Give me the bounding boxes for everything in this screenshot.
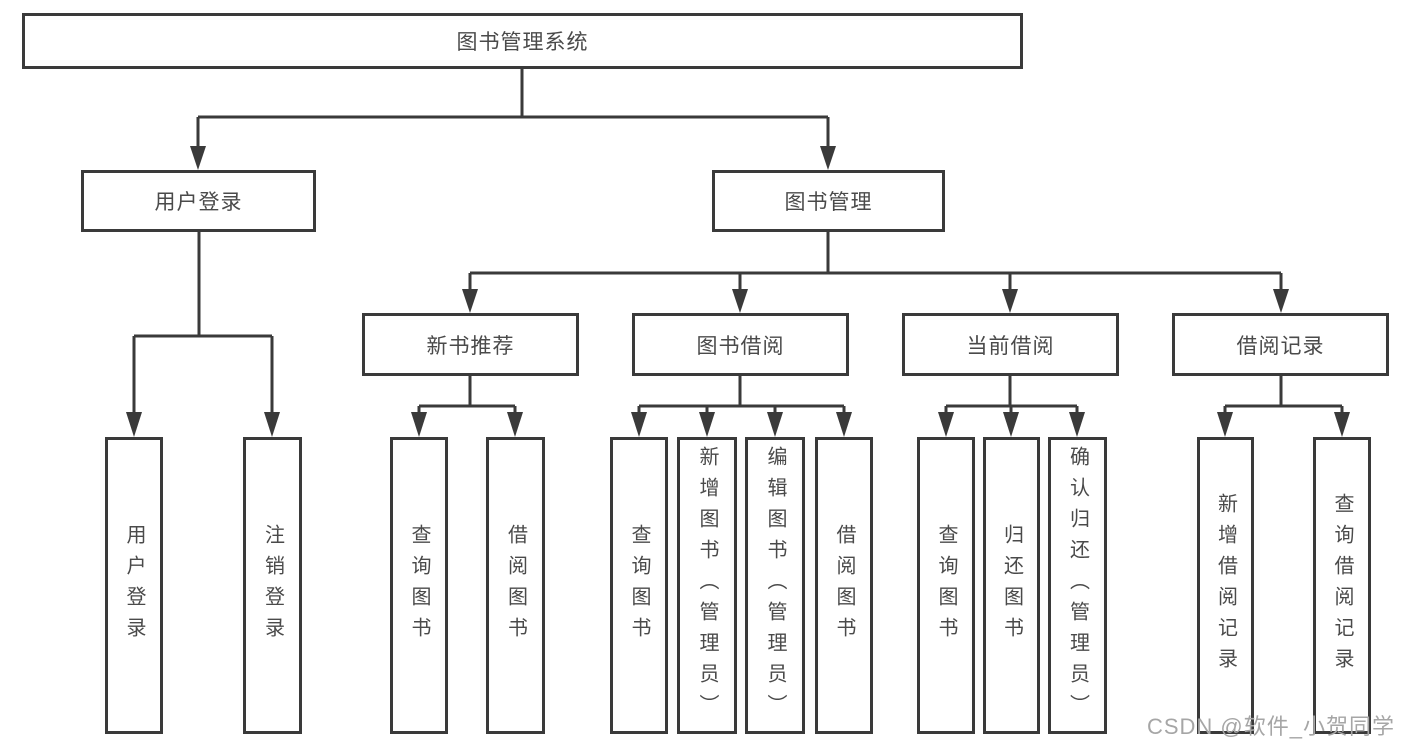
node-library-mgmt-system: 图书管理系统 (22, 13, 1023, 69)
connector-root-to-level2 (196, 69, 830, 148)
connector-current-borrow-group (944, 376, 1079, 414)
arrowheads-current-borrow-group (938, 412, 1085, 437)
node-label: 查询图书 (935, 523, 957, 648)
csdn-watermark: CSDN @软件_小贺同学 (1146, 714, 1395, 739)
leaf-add-book-admin: 新增图书（管理员） (677, 437, 737, 734)
node-book-borrow: 图书借阅 (632, 313, 849, 376)
connector-new-book-group (417, 376, 517, 414)
leaf-query-books-current: 查询图书 (917, 437, 975, 734)
node-label: 新增借阅记录 (1214, 492, 1237, 679)
node-label: 图书管理系统 (456, 31, 589, 54)
node-new-book-recommend: 新书推荐 (362, 313, 579, 376)
leaf-borrow-books: 借阅图书 (815, 437, 873, 734)
connector-borrow-record-group (1223, 376, 1344, 414)
connector-user-login-group (132, 232, 274, 414)
node-borrow-records: 借阅记录 (1172, 313, 1389, 376)
node-label: 查询图书 (628, 523, 650, 648)
leaf-logout: 注销登录 (243, 437, 302, 734)
node-label: 注销登录 (261, 523, 284, 648)
arrowheads-level3 (462, 289, 1289, 313)
node-label: 确认归还（管理员） (1066, 446, 1089, 725)
leaf-add-borrow-record: 新增借阅记录 (1197, 437, 1254, 734)
node-book-management: 图书管理 (712, 170, 945, 232)
arrowheads-level2 (190, 146, 836, 170)
leaf-return-book: 归还图书 (983, 437, 1040, 734)
node-label: 用户登录 (154, 191, 243, 214)
leaf-query-borrow-record: 查询借阅记录 (1313, 437, 1371, 734)
leaf-user-login: 用户登录 (105, 437, 163, 734)
leaf-edit-book-admin: 编辑图书（管理员） (745, 437, 805, 734)
node-label: 新增图书（管理员） (696, 446, 718, 725)
node-label: 借阅图书 (504, 523, 527, 648)
leaf-query-books-borrow: 查询图书 (610, 437, 668, 734)
connector-book-borrow-group (637, 376, 846, 414)
node-label: 图书借阅 (696, 334, 785, 358)
arrowheads-book-borrow-group (631, 412, 852, 437)
node-label: 查询图书 (408, 523, 430, 648)
node-label: 归还图书 (1000, 523, 1023, 648)
connector-book-mgmt-to-level3 (468, 232, 1283, 292)
arrowheads-user-login-group (126, 412, 280, 437)
arrowheads-borrow-record-group (1217, 412, 1350, 437)
node-label: 当前借阅 (966, 334, 1055, 358)
leaf-query-books-recommend: 查询图书 (390, 437, 448, 734)
node-label: 编辑图书（管理员） (764, 446, 786, 725)
node-label: 用户登录 (123, 523, 145, 648)
node-label: 图书管理 (784, 191, 873, 214)
leaf-confirm-return-admin: 确认归还（管理员） (1048, 437, 1107, 734)
node-current-borrow: 当前借阅 (902, 313, 1119, 376)
node-label: 借阅记录 (1236, 334, 1325, 358)
arrowheads-new-book-group (411, 412, 523, 437)
node-label: 新书推荐 (426, 334, 515, 358)
node-label: 借阅图书 (833, 523, 855, 648)
node-user-login: 用户登录 (81, 170, 316, 232)
node-label: 查询借阅记录 (1331, 492, 1353, 679)
leaf-borrow-books-recommend: 借阅图书 (486, 437, 545, 734)
